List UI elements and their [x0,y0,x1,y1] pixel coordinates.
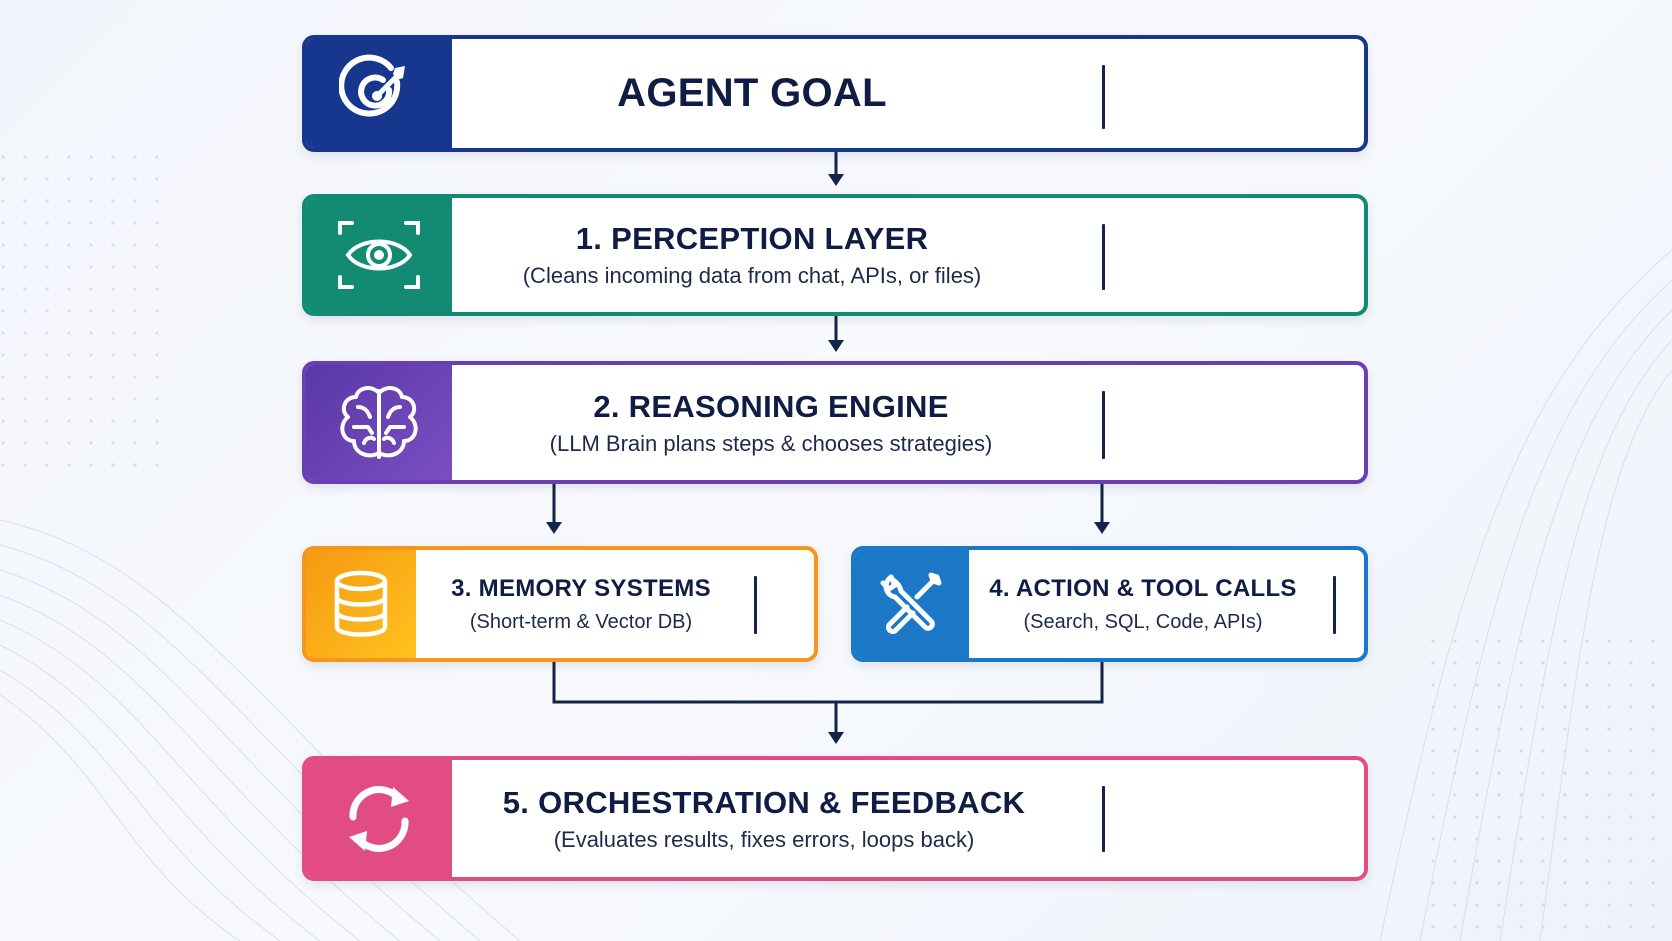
memory-icon-panel [306,550,416,658]
divider [1102,224,1105,290]
perception-icon-panel [306,198,452,312]
perception-title: 1. PERCEPTION LAYER [575,221,929,256]
divider [1102,391,1105,459]
memory-title: 3. MEMORY SYSTEMS [451,574,711,602]
action-icon-panel [855,550,969,658]
perception-subtitle: (Cleans incoming data from chat, APIs, o… [522,263,982,288]
eye-scan-icon [338,221,420,289]
divider [1333,576,1336,634]
reasoning-engine-box: 2. REASONING ENGINE (LLM Brain plans ste… [302,361,1368,484]
orchestration-feedback-box: 5. ORCHESTRATION & FEEDBACK (Evaluates r… [302,756,1368,881]
agent-goal-box: AGENT GOAL [302,35,1368,152]
reasoning-icon-panel [306,365,452,480]
reasoning-subtitle: (LLM Brain plans steps & chooses strateg… [549,430,993,456]
database-icon [334,570,388,637]
memory-subtitle: (Short-term & Vector DB) [469,610,693,633]
reasoning-title: 2. REASONING ENGINE [593,388,949,424]
refresh-icon [349,785,409,852]
divider [1102,65,1105,129]
orchestration-title: 5. ORCHESTRATION & FEEDBACK [502,784,1026,820]
tools-icon [880,572,942,634]
action-title: 4. ACTION & TOOL CALLS [989,574,1297,602]
orchestration-subtitle: (Evaluates results, fixes errors, loops … [553,826,975,852]
agent-goal-icon-panel [306,39,452,148]
target-icon [339,54,405,117]
action-tool-calls-box: 4. ACTION & TOOL CALLS (Search, SQL, Cod… [851,546,1368,662]
memory-systems-box: 3. MEMORY SYSTEMS (Short-term & Vector D… [302,546,818,662]
agent-goal-title: AGENT GOAL [617,71,887,115]
perception-layer-box: 1. PERCEPTION LAYER (Cleans incoming dat… [302,194,1368,316]
action-subtitle: (Search, SQL, Code, APIs) [1023,610,1263,633]
brain-icon [340,385,418,459]
divider [754,576,757,634]
orchestration-icon-panel [306,760,452,877]
divider [1102,786,1105,852]
